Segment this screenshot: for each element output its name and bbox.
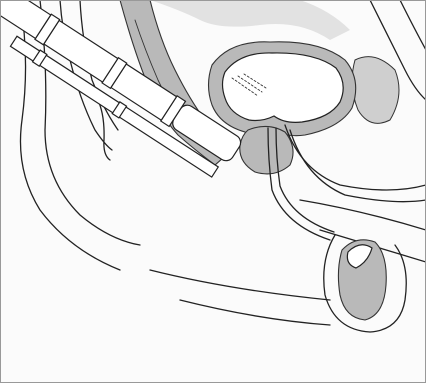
skin-lower [180,300,330,325]
transrectal-probe [0,0,244,165]
prostate [240,126,293,173]
pubic-symphysis [352,57,399,124]
bladder-lumen [223,53,344,122]
abdominal-wall [400,0,426,50]
perineum [150,270,330,300]
peritoneum-shading [150,0,350,40]
